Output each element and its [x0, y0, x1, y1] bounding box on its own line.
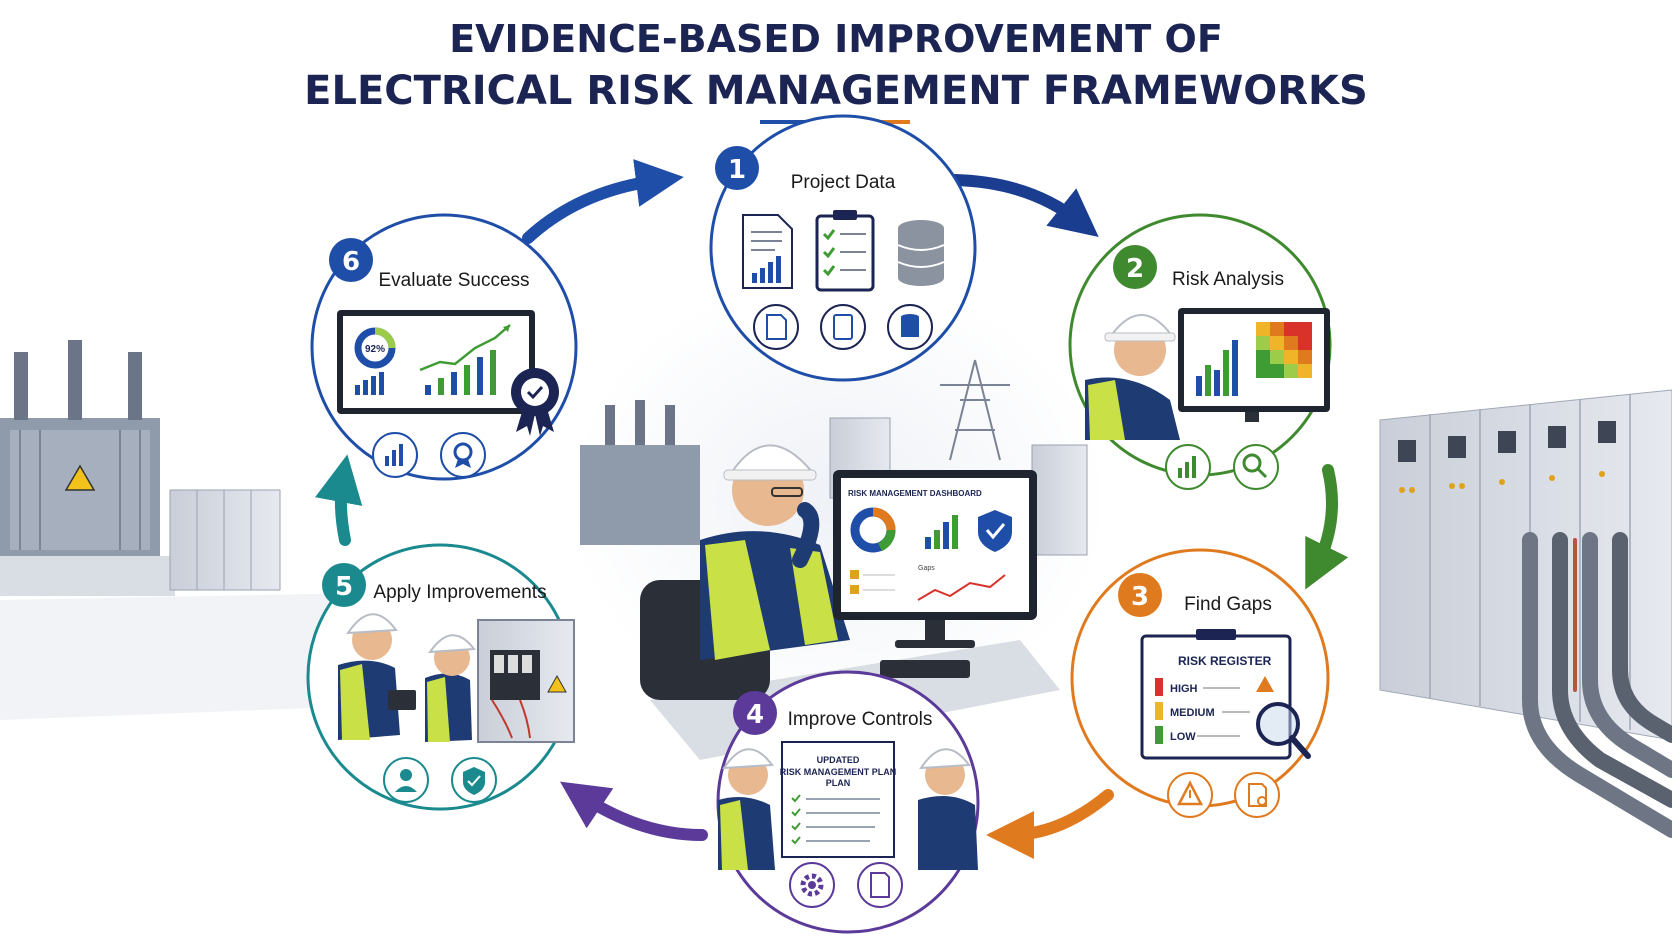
risk-heatmap — [1256, 322, 1312, 378]
title-line-2: ELECTRICAL RISK MANAGEMENT FRAMEWORKS — [304, 68, 1368, 114]
growth-trend-line — [419, 324, 511, 372]
step-4-badge — [733, 691, 777, 735]
award-badge-icon — [511, 368, 559, 436]
step-5-badge — [322, 563, 366, 607]
step-1-project-data: 1 Project Data — [709, 114, 977, 382]
step-5-icon-row — [383, 757, 497, 803]
clipboard-checklist-icon-small — [820, 304, 866, 350]
power-pylon — [940, 359, 1010, 461]
cycle-arrows — [315, 159, 1349, 859]
report-document-icon — [742, 214, 793, 289]
cabinets-left — [169, 489, 281, 591]
step-6-evaluate-success: 6 Evaluate Success 92% — [310, 213, 578, 481]
updated-plan-document: UPDATED RISK MANAGEMENT PLAN PLAN — [780, 741, 897, 858]
plan-line-2: RISK MANAGEMENT PLAN — [780, 767, 897, 777]
register-low-swatch — [1155, 726, 1163, 744]
step-3-find-gaps: 3 Find Gaps RISK REGISTER HIGH MEDIUM LO… — [1070, 548, 1330, 818]
step-3-label: Find Gaps — [1184, 594, 1272, 615]
step-2-badge — [1113, 245, 1157, 289]
dashboard-gaps-label: Gaps — [918, 565, 935, 572]
evaluation-monitor: 92% — [337, 310, 535, 414]
step-5-label: Apply Improvements — [373, 582, 546, 603]
document-edit-icon — [857, 862, 903, 908]
center-worker — [700, 444, 850, 660]
dashboard-monitor: RISK MANAGEMENT DASHBOARD Gaps — [833, 470, 1037, 648]
step-1-label: Project Data — [791, 172, 896, 193]
register-warning-icon — [1256, 676, 1274, 692]
award-badge-icon-small — [440, 432, 486, 478]
gauge-value: 92% — [365, 344, 385, 355]
step-4-icon-row — [789, 862, 903, 908]
arrow-3-to-4 — [986, 789, 1114, 859]
analysis-monitor — [1178, 308, 1330, 422]
electrical-panel — [477, 619, 575, 743]
keyboard — [880, 660, 970, 678]
step-2-number: 2 — [1126, 254, 1144, 284]
shield-icon — [978, 510, 1012, 552]
apply-workers — [338, 613, 476, 742]
step-2-label: Risk Analysis — [1172, 269, 1284, 290]
document-icon — [753, 304, 799, 350]
growth-bars — [425, 350, 496, 395]
arrow-4-to-5 — [560, 781, 708, 841]
register-title: RISK REGISTER — [1178, 654, 1272, 668]
register-magnifier-icon — [1256, 702, 1300, 746]
step-5-apply-improvements: 5 Apply Improvements — [306, 543, 575, 811]
step-5-number: 5 — [335, 572, 353, 602]
step-3-badge — [1118, 573, 1162, 617]
arrow-6-to-1 — [522, 159, 684, 244]
dashboard-title: RISK MANAGEMENT DASHBOARD — [848, 489, 982, 498]
step-1-badge — [715, 146, 759, 190]
step-2-icon-row — [1165, 444, 1279, 490]
cable-bundle — [1522, 532, 1672, 838]
clipboard-checklist-icon — [815, 210, 875, 292]
register-high-swatch — [1155, 678, 1163, 696]
step-4-improve-controls: 4 Improve Controls UPDATED RISK MANAGEME… — [716, 670, 980, 934]
step-2-risk-analysis: 2 Risk Analysis — [1068, 213, 1332, 490]
step-4-label: Improve Controls — [788, 709, 933, 730]
arrow-1-to-2 — [949, 174, 1099, 237]
plan-line-1: UPDATED — [817, 755, 860, 765]
step-4-number: 4 — [746, 700, 764, 730]
magnifier-icon — [1233, 444, 1279, 490]
register-medium-swatch — [1155, 702, 1163, 720]
arrow-5-to-6 — [315, 454, 363, 546]
plan-line-3: PLAN — [826, 778, 851, 788]
step-6-badge — [329, 238, 373, 282]
step-3-icon-row — [1167, 772, 1280, 818]
step-6-icon-row — [372, 432, 486, 478]
dashboard-bars — [925, 515, 958, 549]
plan-workers — [718, 748, 978, 870]
database-icon — [897, 220, 945, 286]
register-high-label: HIGH — [1170, 683, 1198, 695]
register-medium-label: MEDIUM — [1170, 707, 1215, 719]
analyst-worker — [1085, 314, 1180, 440]
transformer-left — [0, 340, 175, 596]
step-1-icon-row — [753, 304, 933, 350]
step-6-number: 6 — [342, 247, 360, 277]
title-line-1: EVIDENCE-BASED IMPROVEMENT OF — [449, 17, 1223, 61]
step-6-label: Evaluate Success — [378, 270, 529, 291]
step-1-number: 1 — [728, 155, 746, 185]
risk-register-clipboard: RISK REGISTER HIGH MEDIUM LOW — [1140, 629, 1311, 760]
register-low-label: LOW — [1170, 731, 1196, 743]
step-3-number: 3 — [1131, 582, 1149, 612]
arrow-2-to-3 — [1305, 464, 1349, 590]
dashboard-trend-line — [917, 574, 1006, 601]
document-search-icon — [1234, 772, 1280, 818]
